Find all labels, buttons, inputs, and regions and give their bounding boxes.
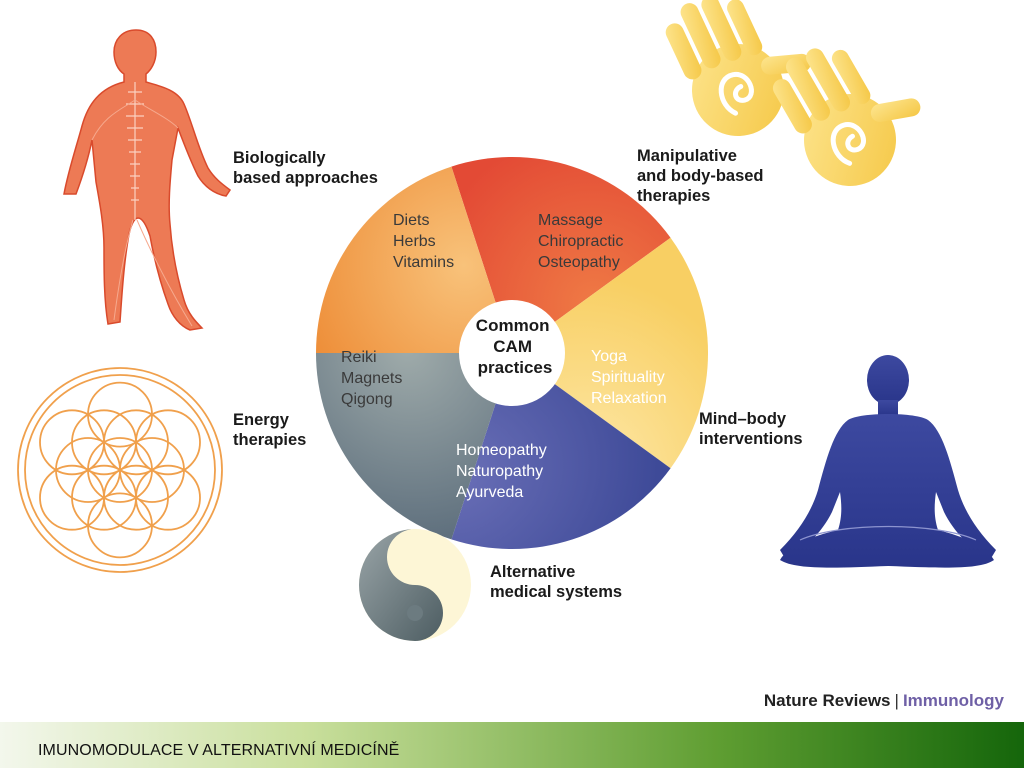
segment-manipulative (512, 237, 709, 469)
segment-items-energy: Reiki Magnets Qigong (341, 349, 407, 408)
meditating-figure-icon (780, 355, 996, 568)
source-credit: Nature Reviews|Immunology (764, 691, 1004, 711)
human-body-icon (63, 29, 232, 331)
category-label-alternative-systems: Alternative medical systems (490, 563, 622, 601)
credit-journal: Immunology (902, 691, 1004, 710)
credit-source: Nature Reviews (763, 691, 891, 710)
flower-outer-circle (39, 464, 105, 531)
footer-title: IMUNOMODULACE V ALTERNATIVNÍ MEDICÍNĚ (38, 742, 400, 759)
segment-items-mind: Yoga Spirituality Relaxation (591, 348, 669, 407)
segment-energy (315, 166, 512, 353)
hands-icon (665, 0, 921, 186)
segment-items-bio: Diets Herbs Vitamins (393, 212, 454, 271)
wheel-center (459, 300, 565, 406)
center-label: Common CAM practices (476, 316, 554, 377)
segment-alternative-systems (315, 352, 512, 540)
category-label-energy: Energy therapies (233, 411, 306, 449)
yin-yang-icon (359, 529, 471, 641)
category-label-mind-body: Mind–body interventions (699, 410, 803, 448)
category-label-biologically-based: Biologically based approaches (233, 149, 378, 187)
category-label-manipulative: Manipulative and body-based therapies (637, 147, 768, 205)
credit-separator: | (894, 691, 899, 710)
flower-of-life-icon (17, 367, 223, 573)
flower-outer-circle (135, 409, 201, 476)
segment-items-alt: Homeopathy Naturopathy Ayurveda (456, 442, 551, 501)
cam-diagram: Common CAM practices Diets Herbs Vitamin… (17, 0, 996, 641)
segment-items-manip: Massage Chiropractic Osteopathy (538, 212, 628, 271)
footer-bar: IMUNOMODULACE V ALTERNATIVNÍ MEDICÍNĚ (0, 722, 1024, 768)
